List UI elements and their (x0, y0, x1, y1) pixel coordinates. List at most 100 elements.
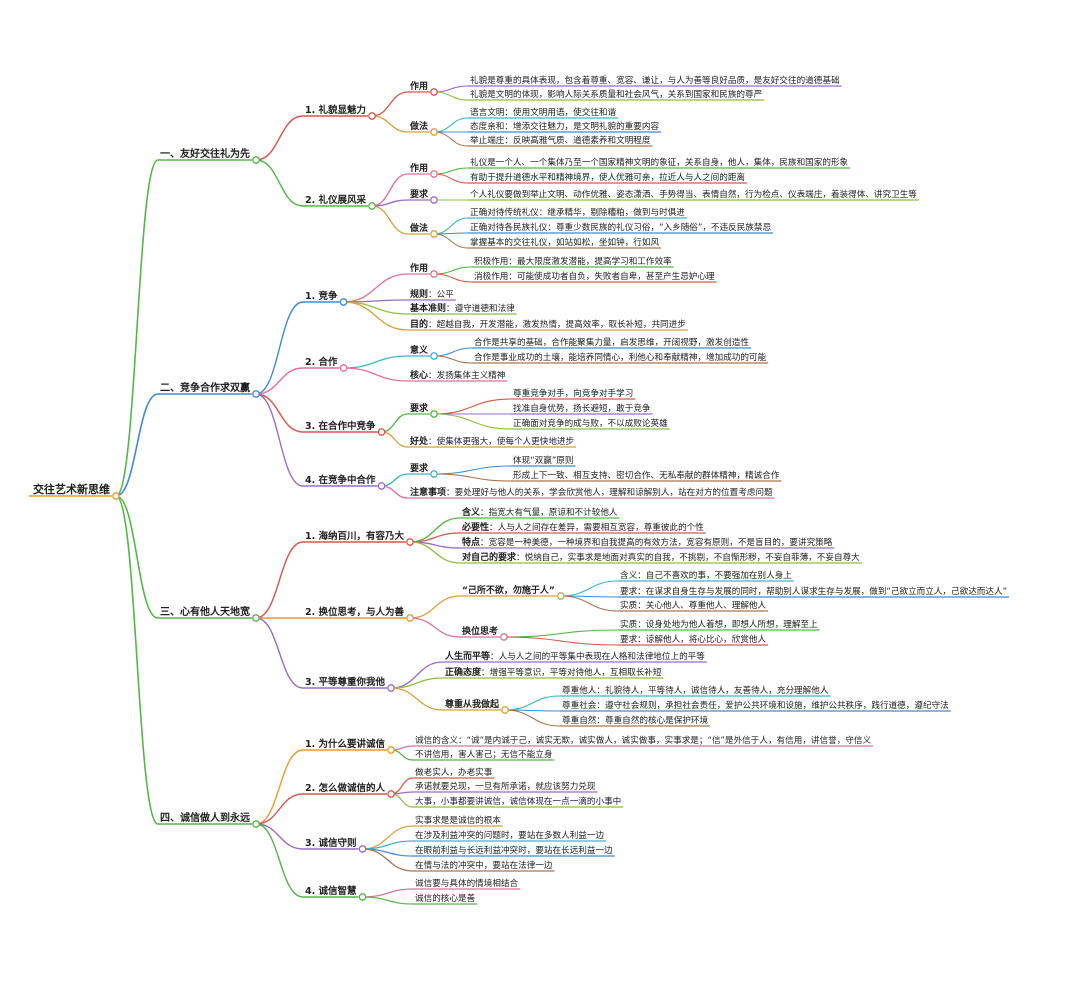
collapse-toggle-icon[interactable] (358, 845, 367, 853)
branch-connector (434, 273, 473, 283)
subtopic-title: 4. 诚信智慧 (305, 885, 357, 897)
leaf-item: 实质：关心他人、尊重他人、理解他人 (620, 599, 767, 611)
branch-connector (391, 661, 444, 689)
branch-connector (372, 115, 409, 133)
collapse-toggle-icon[interactable] (252, 614, 260, 622)
collapse-toggle-icon[interactable] (252, 820, 260, 828)
collapse-toggle-icon[interactable] (339, 364, 348, 372)
leaf-item: 态度亲和：增添交往魅力，是文明礼貌的重要内容 (470, 120, 659, 132)
collapse-toggle-icon[interactable] (368, 112, 376, 120)
leaf-item: 实质：设身处地为他人着想，即想人所想，理解至上 (620, 618, 818, 630)
leaf-item: 找准自身优势，扬长避短，敢于竞争 (513, 402, 651, 414)
branch-connector (115, 495, 159, 825)
leaf-item: 诚信的核心是善 (415, 892, 476, 904)
labelled-item: 基本准则：遵守道德和法律 (409, 302, 515, 314)
leaf-item: 大事，小事都要讲诚信，诚信体现在一点一滴的小事中 (415, 795, 621, 807)
labelled-item: 核心：发扬集体主义精神 (410, 369, 505, 381)
labelled-item: 目的：超越自我，开发潜能，激发热情，提高效率，取长补短，共同进步 (410, 318, 686, 330)
collapse-toggle-icon[interactable] (252, 156, 260, 164)
branch-connector (362, 848, 414, 872)
leaf-item: 要求：在谋求自身生存与发展的同时，帮助别人谋求生存与发展，做到“己欲立而立人，己… (620, 585, 1007, 597)
collapse-toggle-icon[interactable] (377, 482, 386, 490)
collapse-toggle-icon[interactable] (387, 790, 395, 798)
collapse-toggle-icon[interactable] (358, 893, 367, 901)
collapse-toggle-icon[interactable] (501, 706, 509, 714)
collapse-toggle-icon[interactable] (430, 270, 438, 278)
leaf-item: 举止端庄：反映高雅气质、道德素养和文明程度 (470, 134, 651, 146)
collapse-toggle-icon[interactable] (430, 128, 438, 136)
branch-connector (362, 896, 414, 905)
subtopic-title: 3. 诚信守则 (305, 837, 357, 849)
collapse-toggle-icon[interactable] (406, 538, 414, 546)
collapse-toggle-icon[interactable] (430, 196, 438, 204)
branch-connector (255, 301, 304, 395)
subtopic-title: 1. 为什么要讲诚信 (305, 738, 386, 750)
labelled-item: 含义：指宽大有气量，原谅和不计较他人 (461, 506, 618, 518)
branch-connector (410, 517, 461, 543)
branch-connector (560, 580, 619, 597)
collapse-toggle-icon[interactable] (368, 202, 376, 210)
branch-connector (504, 629, 619, 638)
labelled-item: 正确态度：增强平等意识，平等对待他人，互相取长补短 (445, 666, 662, 678)
branch-connector (434, 173, 469, 184)
leaf-item: 承诺就要兑现，一旦有所承诺，就应该努力兑现 (415, 780, 596, 792)
branch-connector (391, 687, 444, 711)
leaf-item: 尊重社会：遵守社会规则，承担社会责任，爱护公共环境和设施，维护公共秩序，践行道德… (562, 699, 949, 711)
branch-connector (434, 413, 512, 430)
collapse-toggle-icon[interactable] (112, 492, 120, 500)
branch-connector (434, 398, 512, 415)
branch-connector (255, 749, 304, 825)
branch-connector (255, 617, 304, 689)
collapse-toggle-icon[interactable] (430, 352, 438, 360)
leaf-item: 正确面对竞争的成与败，不以成败论英雄 (513, 417, 668, 429)
category-label: 尊重从我做起 (445, 698, 500, 710)
root-topic: 交往艺术新思维 (33, 482, 110, 496)
branch-connector (343, 301, 409, 315)
branch-connector (434, 233, 469, 249)
branch-connector (371, 91, 409, 117)
labelled-item: 人生而平等：人与人之间的平等集中表现在人格和法律地位上的平等 (444, 650, 705, 662)
branch-connector (434, 167, 469, 175)
leaf-item: 合作是事业成功的土壤，能培养同情心，利他心和奉献精神，增加成功的可能 (474, 351, 767, 363)
collapse-toggle-icon[interactable] (406, 614, 414, 622)
leaf-item: 积极作用：最大限度激发潜能，提高学习和工作效率 (474, 255, 672, 267)
collapse-toggle-icon[interactable] (430, 230, 438, 238)
collapse-toggle-icon[interactable] (377, 428, 386, 436)
branch-connector (115, 393, 159, 497)
branch-connector (434, 131, 469, 147)
collapse-toggle-icon[interactable] (430, 470, 438, 478)
collapse-toggle-icon[interactable] (252, 390, 260, 398)
leaf-item: 礼貌是文明的体现，影响人际关系质量和社会风气，关系到国家和民族的尊严 (470, 88, 763, 100)
leaf-item: 形成上下一致、相互支持、密切合作、无私奉献的群体精神，精诚合作 (513, 469, 780, 481)
collapse-toggle-icon[interactable] (430, 410, 438, 418)
subtopic-title: 2. 合作 (305, 356, 338, 368)
branch-connector (560, 595, 619, 612)
leaf-item: 语言文明：使用文明用语，使交往和谐 (470, 106, 617, 118)
section-title: 四、诚信做人到永远 (160, 811, 250, 824)
branch-connector (434, 347, 473, 357)
leaf-item: 在涉及利益冲突的问题时，要站在多数人利益一边 (415, 829, 604, 841)
collapse-toggle-icon[interactable] (556, 592, 565, 600)
leaf-item: 正确对待传统礼仪：继承精华，剔除糟粕，做到与时俱进 (470, 206, 685, 218)
collapse-toggle-icon[interactable] (387, 746, 395, 754)
collapse-toggle-icon[interactable] (430, 170, 438, 178)
labelled-item: 规则：公平 (410, 288, 454, 300)
branch-connector (255, 823, 304, 850)
leaf-item: 不讲信用，害人害己；无信不能立身 (415, 748, 553, 760)
branch-connector (381, 473, 409, 487)
category-label: “己所不欲，勿施于人” (462, 584, 555, 596)
collapse-toggle-icon[interactable] (339, 298, 348, 306)
collapse-toggle-icon[interactable] (500, 633, 508, 641)
leaf-item: 尊重他人：礼貌待人，平等待人，诚信待人，友善待人，充分理解他人 (562, 684, 829, 696)
branch-connector (381, 413, 409, 433)
subtopic-title: 1. 海纳百川，有容乃大 (305, 530, 405, 542)
branch-connector (343, 301, 409, 331)
branch-connector (504, 636, 619, 646)
branch-connector (410, 617, 461, 638)
subtopic-title: 1. 礼貌显魅力 (305, 104, 366, 116)
collapse-toggle-icon[interactable] (387, 684, 395, 692)
subtopic-title: 4. 在竞争中合作 (305, 474, 376, 486)
collapse-toggle-icon[interactable] (430, 88, 438, 96)
leaf-item: 实事求是是诚信的根本 (415, 814, 501, 826)
branch-connector (343, 355, 409, 369)
